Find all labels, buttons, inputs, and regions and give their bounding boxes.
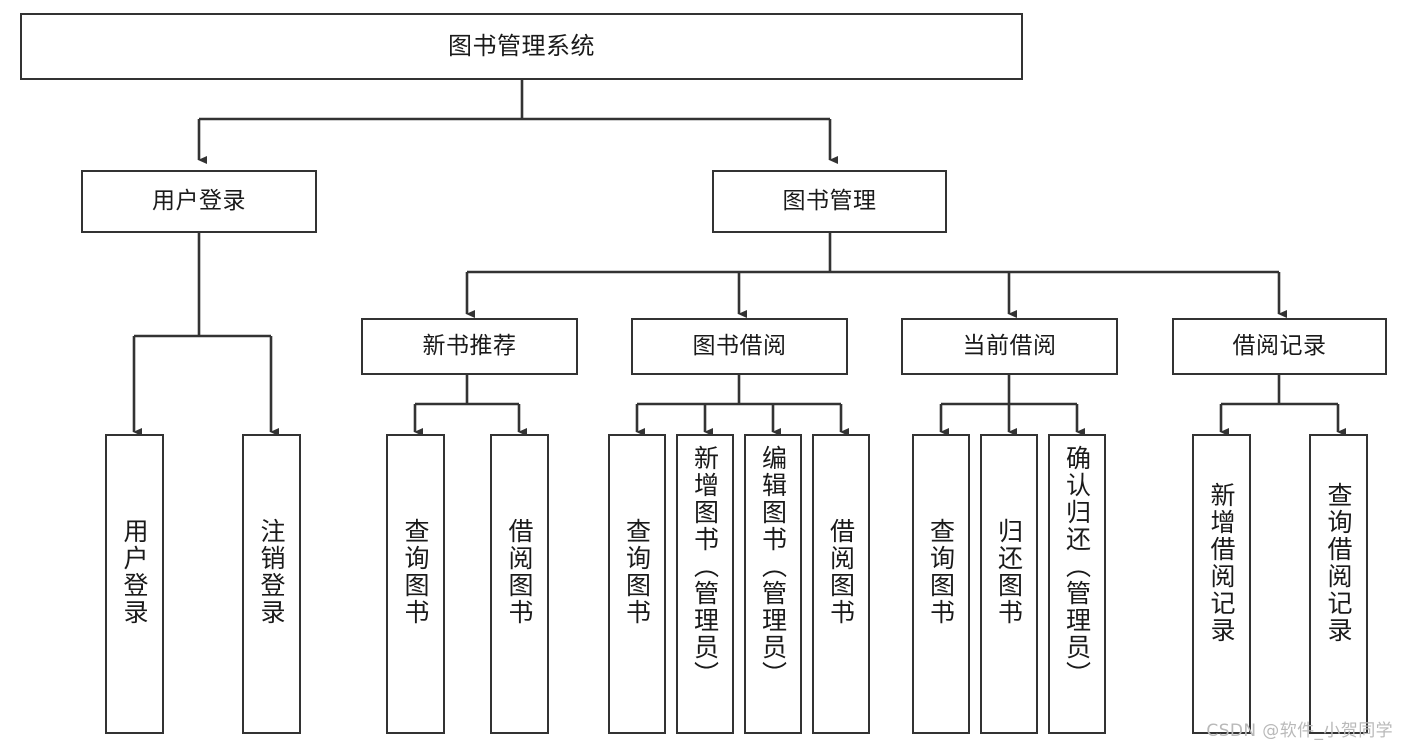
node-leaf-add-book[interactable]: 新增图书（管理员） [676,434,734,734]
node-leaf-query-book-1[interactable]: 查询图书 [386,434,445,734]
node-label: 用户登录 [120,518,149,626]
node-label: 确认归还（管理员） [1062,445,1092,688]
node-leaf-confirm-return[interactable]: 确认归还（管理员） [1048,434,1106,734]
node-leaf-add-record[interactable]: 新增借阅记录 [1192,434,1251,734]
node-leaf-query-record[interactable]: 查询借阅记录 [1309,434,1368,734]
node-leaf-edit-book[interactable]: 编辑图书（管理员） [744,434,802,734]
node-label: 图书管理系统 [448,32,595,61]
node-current-borrow[interactable]: 当前借阅 [901,318,1118,375]
node-label: 查询图书 [622,518,652,626]
node-book-management-system[interactable]: 图书管理系统 [20,13,1023,80]
node-label: 图书管理 [782,187,877,214]
node-label: 注销登录 [257,518,286,626]
node-book-borrow[interactable]: 图书借阅 [631,318,848,375]
node-leaf-query-book-2[interactable]: 查询图书 [608,434,666,734]
node-label: 新书推荐 [422,332,517,359]
node-label: 新增图书（管理员） [690,445,720,688]
node-label: 查询借阅记录 [1324,482,1353,644]
node-label: 归还图书 [994,518,1024,626]
node-label: 用户登录 [152,187,246,214]
node-label: 查询图书 [401,518,430,626]
node-label: 新增借阅记录 [1207,482,1236,644]
edge-group-new-book-recommend [413,375,527,437]
node-borrow-record[interactable]: 借阅记录 [1172,318,1387,375]
node-label: 借阅记录 [1232,332,1327,359]
edge-group-user-login [132,233,279,437]
node-book-management[interactable]: 图书管理 [712,170,947,233]
node-leaf-query-book-3[interactable]: 查询图书 [912,434,970,734]
node-leaf-user-login[interactable]: 用户登录 [105,434,164,734]
node-leaf-borrow-book-1[interactable]: 借阅图书 [490,434,549,734]
edge-group-borrow-record [1219,375,1346,437]
node-leaf-return-book[interactable]: 归还图书 [980,434,1038,734]
edge-group-root [197,80,838,165]
node-label: 借阅图书 [505,518,534,626]
node-leaf-borrow-book-2[interactable]: 借阅图书 [812,434,870,734]
edge-group-book-management [465,233,1287,319]
csdn-watermark: CSDN @软件_小贺同学 [1206,721,1393,741]
node-label: 当前借阅 [962,332,1057,359]
node-leaf-logout[interactable]: 注销登录 [242,434,301,734]
edge-group-book-borrow [635,375,849,437]
node-label: 图书借阅 [692,332,787,359]
node-user-login[interactable]: 用户登录 [81,170,317,233]
node-new-book-recommend[interactable]: 新书推荐 [361,318,578,375]
node-label: 编辑图书（管理员） [758,445,788,688]
node-label: 借阅图书 [826,518,856,626]
edge-group-current-borrow [939,375,1085,437]
node-label: 查询图书 [926,518,956,626]
